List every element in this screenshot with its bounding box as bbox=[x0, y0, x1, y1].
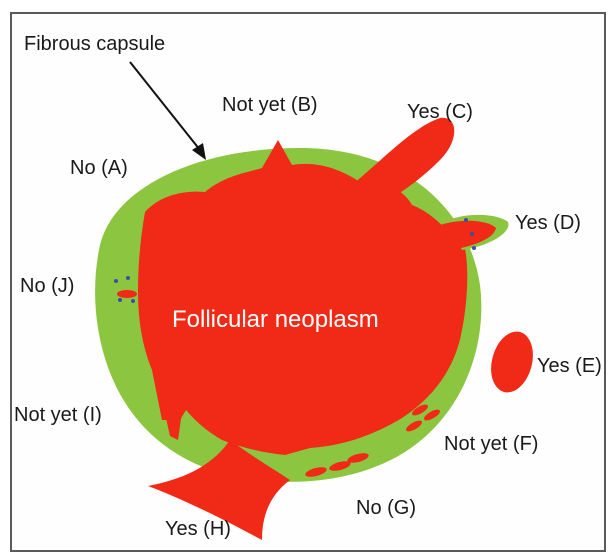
label-c: Yes (C) bbox=[407, 101, 473, 123]
label-e: Yes (E) bbox=[537, 355, 602, 377]
label-a: No (A) bbox=[70, 157, 128, 179]
islet-f2 bbox=[424, 409, 440, 421]
vessel-dot-d1 bbox=[464, 218, 468, 222]
label-g: No (G) bbox=[356, 497, 416, 519]
protrusion-c bbox=[345, 117, 455, 212]
capsule-arrow-head bbox=[192, 143, 206, 160]
capsule-arrow-line bbox=[129, 61, 201, 151]
label-fibrous-capsule: Fibrous capsule bbox=[24, 33, 165, 55]
follicular-neoplasm-body bbox=[138, 140, 468, 455]
islet-g2 bbox=[329, 461, 351, 471]
vessel-dot-j2 bbox=[126, 276, 130, 280]
vessel-dot-j3 bbox=[118, 298, 122, 302]
label-follicular-neoplasm: Follicular neoplasm bbox=[172, 306, 379, 333]
islet-j bbox=[117, 290, 137, 298]
islet-g3 bbox=[347, 453, 369, 463]
label-f: Not yet (F) bbox=[444, 433, 538, 455]
vessel-dot-j4 bbox=[131, 299, 135, 303]
label-i: Not yet (I) bbox=[14, 404, 102, 426]
islet-f3 bbox=[406, 420, 422, 432]
protrusion-h bbox=[148, 440, 290, 540]
vessel-dot-j1 bbox=[114, 279, 118, 283]
label-h: Yes (H) bbox=[165, 518, 231, 540]
nodule-e bbox=[491, 331, 533, 393]
notch-i bbox=[160, 392, 182, 440]
vessel-dot-d2 bbox=[470, 232, 474, 236]
islet-f1 bbox=[412, 404, 428, 416]
protrusion-d-red bbox=[440, 220, 496, 250]
label-b: Not yet (B) bbox=[222, 94, 318, 116]
vessel-dot-d3 bbox=[472, 246, 476, 250]
islet-g1 bbox=[305, 467, 327, 477]
label-d: Yes (D) bbox=[515, 212, 581, 234]
label-j: No (J) bbox=[20, 275, 74, 297]
